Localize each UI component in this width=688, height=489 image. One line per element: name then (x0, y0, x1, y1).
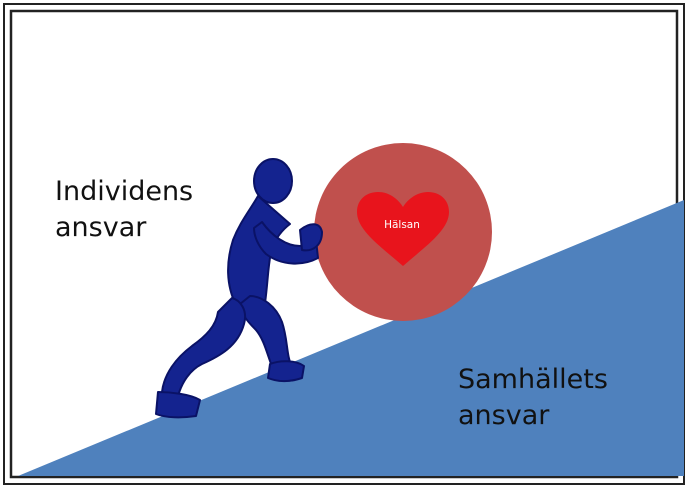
society-label-line1: Samhällets (458, 364, 608, 395)
individual-label-line2: ansvar (55, 212, 147, 243)
person-pushing-icon (155, 158, 323, 419)
individual-responsibility-label: Individens ansvar (55, 174, 193, 246)
society-responsibility-label: Samhällets ansvar (458, 362, 608, 434)
individual-label-line1: Individens (55, 176, 194, 207)
heart-icon (357, 192, 449, 266)
society-label-line2: ansvar (458, 400, 550, 431)
health-label: Hälsan (384, 219, 420, 231)
